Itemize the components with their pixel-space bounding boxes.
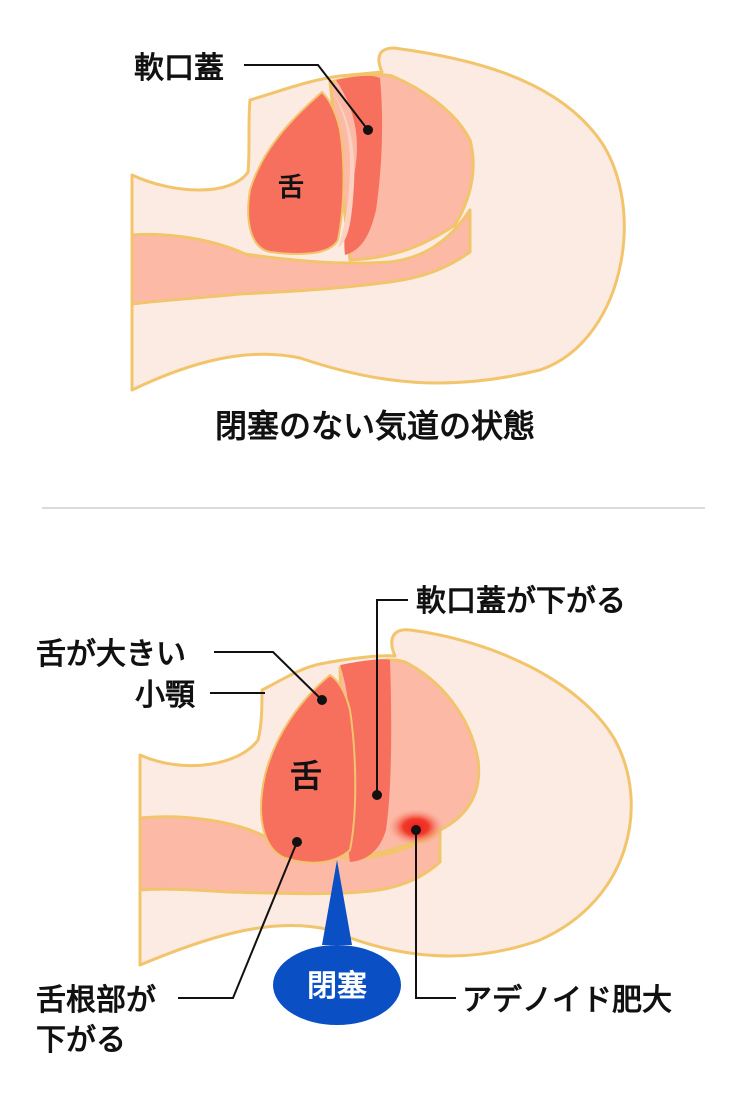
tongue-base-label-line2: 下がる xyxy=(36,1023,126,1058)
adenoid-label: アデノイド肥大 xyxy=(462,983,672,1018)
large-tongue-label: 舌が大きい xyxy=(36,637,186,672)
obstruction-label: 閉塞 xyxy=(307,969,367,1004)
large-tongue-dot xyxy=(317,695,327,705)
tongue-base-dot xyxy=(292,837,302,847)
soft-palate-lowered-dot xyxy=(372,790,382,800)
small-jaw-label: 小顎 xyxy=(135,678,196,713)
soft-palate-label: 軟口蓋 xyxy=(134,51,224,86)
small-jaw-callout: 小顎 xyxy=(135,678,265,713)
tongue-base-label-line1: 舌根部が xyxy=(36,983,156,1018)
tongue-label-top: 舌 xyxy=(278,173,304,203)
obstructed-airway-illustration xyxy=(140,630,631,965)
tongue-label-bottom: 舌 xyxy=(290,757,322,795)
soft-palate-lowered-label: 軟口蓋が下がる xyxy=(416,584,626,619)
adenoid-dot xyxy=(411,825,421,835)
soft-palate-dot xyxy=(363,125,373,135)
caption-normal-airway: 閉塞のない気道の状態 xyxy=(215,407,535,445)
normal-airway-illustration xyxy=(132,48,624,390)
